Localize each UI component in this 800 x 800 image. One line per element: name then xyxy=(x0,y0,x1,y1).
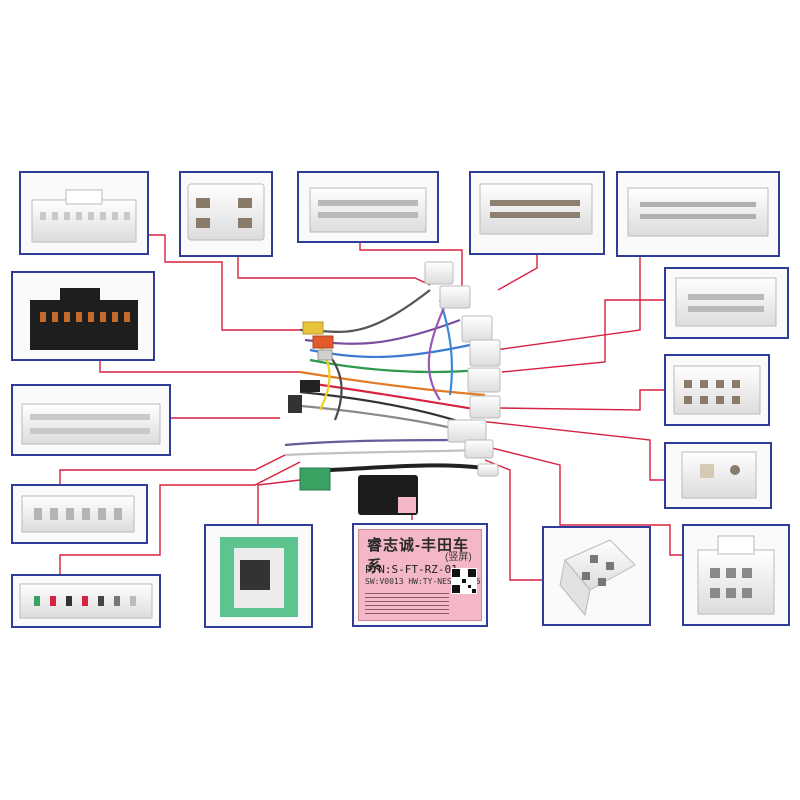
connector-frame xyxy=(204,524,313,628)
connector-frame xyxy=(11,384,171,456)
label-part-number: P/N:S-FT-RZ-01 xyxy=(365,563,458,576)
connector-frame xyxy=(297,171,439,243)
decoder-box xyxy=(358,475,418,515)
decoder-label: 睿志诚-丰田车系 (竖屏) P/N:S-FT-RZ-01 SW:V0013 HW… xyxy=(358,529,482,621)
connector-frame xyxy=(542,526,651,626)
wire-bundle xyxy=(284,289,486,472)
label-sw-hw: SW:V0013 HW:TY-NESL-0006 xyxy=(365,577,481,586)
connector-frame xyxy=(11,271,155,361)
connector-frame xyxy=(664,354,770,426)
connector-frame xyxy=(469,171,605,255)
connector-frame xyxy=(19,171,149,255)
connector-frame xyxy=(179,171,273,257)
connector-frame xyxy=(616,171,780,257)
label-orientation: (竖屏) xyxy=(445,552,472,563)
qr-code-icon xyxy=(451,568,477,594)
label-card-frame: 睿志诚-丰田车系 (竖屏) P/N:S-FT-RZ-01 SW:V0013 HW… xyxy=(352,523,488,627)
connector-frame xyxy=(664,442,772,509)
connector-frame xyxy=(11,484,148,544)
label-brand: 睿志诚-丰田车系 xyxy=(367,537,469,575)
connector-frame xyxy=(11,574,161,628)
label-fine-print xyxy=(365,590,449,616)
harness-plugs xyxy=(424,261,501,477)
green-usb-plug xyxy=(299,467,331,491)
rca-plugs xyxy=(288,321,334,413)
connector-frame xyxy=(682,524,790,626)
connector-frame xyxy=(664,267,789,339)
